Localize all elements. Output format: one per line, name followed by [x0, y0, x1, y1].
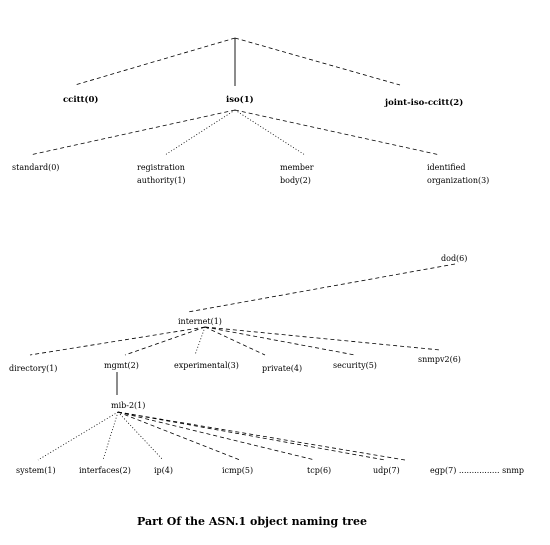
node-standard: standard(0) [12, 163, 59, 172]
edge-internet-mgmt [124, 326, 206, 356]
edge-mib2-interfaces [102, 411, 119, 461]
edge-iso-member [234, 109, 306, 156]
node-experimental: experimental(3) [174, 361, 239, 370]
edge-iso-registration [164, 109, 236, 156]
node-directory: directory(1) [9, 364, 57, 373]
edge-root-ccitt [74, 37, 236, 86]
edges-root [74, 37, 401, 86]
edges-iso [29, 109, 441, 156]
node-member-line1: member [280, 163, 314, 172]
edge-internet-security [204, 326, 356, 356]
node-internet: internet(1) [178, 317, 222, 326]
edge-mib2-tcp [117, 411, 316, 461]
node-udp: udp(7) [373, 466, 400, 475]
edge-mib2-system [37, 411, 119, 461]
node-mib2: mib-2(1) [111, 401, 145, 410]
node-interfaces: interfaces(2) [79, 466, 131, 475]
node-system: system(1) [16, 466, 56, 475]
edge-internet-experimental [194, 326, 206, 356]
node-registration-line2: authority(1) [137, 176, 186, 185]
edge-internet-directory [29, 326, 206, 356]
node-snmpv2: snmpv2(6) [418, 355, 461, 364]
edge-iso-standard [29, 109, 236, 156]
node-registration-line1: registration [137, 163, 185, 172]
edges-dod [187, 263, 456, 313]
edge-mib2-icmp [117, 411, 241, 461]
edge-iso-identified [234, 109, 441, 156]
node-icmp: icmp(5) [222, 466, 253, 475]
edges-mib2 [37, 411, 406, 461]
node-security: security(5) [333, 361, 377, 370]
node-member-line2: body(2) [280, 176, 311, 185]
node-mgmt: mgmt(2) [104, 361, 139, 370]
diagram-caption: Part Of the ASN.1 object naming tree [137, 515, 367, 528]
node-egp: egp(7) ................ snmp [430, 466, 524, 475]
node-dod: dod(6) [441, 254, 467, 263]
node-private: private(4) [262, 364, 302, 373]
node-identified-line2: organization(3) [427, 176, 489, 185]
edge-mib2-udp [117, 411, 386, 461]
node-tcp: tcp(6) [307, 466, 331, 475]
node-labels: ccitt(0) iso(1) joint-iso-ccitt(2) stand… [9, 94, 524, 475]
edge-mib2-egp [117, 411, 406, 461]
edge-mib2-ip [117, 411, 164, 461]
node-ccitt: ccitt(0) [63, 94, 98, 105]
edge-internet-private [204, 326, 266, 356]
edge-dod-internet [187, 263, 456, 313]
edges-internet [29, 326, 441, 356]
node-ip: ip(4) [154, 466, 173, 475]
edge-internet-snmpv2 [204, 326, 441, 351]
edge-root-joint [234, 37, 401, 86]
node-identified-line1: identified [427, 163, 466, 172]
node-joint-iso-ccitt: joint-iso-ccitt(2) [384, 97, 463, 108]
node-iso: iso(1) [226, 94, 254, 105]
